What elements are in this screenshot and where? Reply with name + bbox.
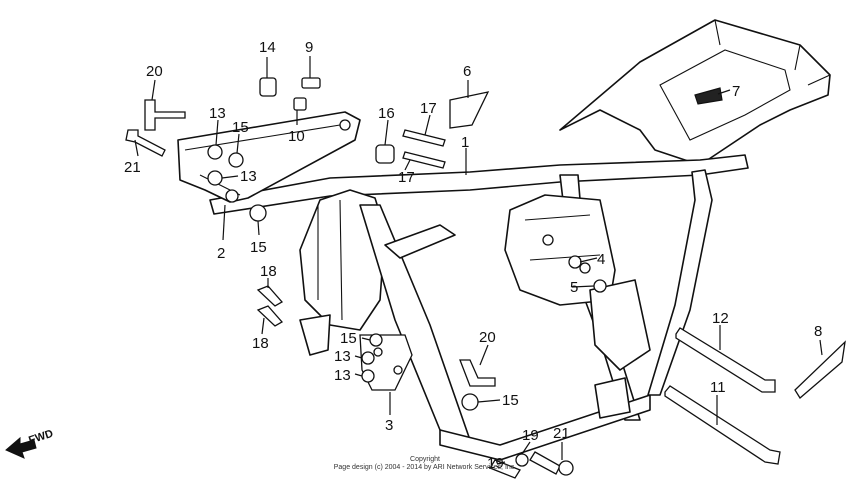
leader-lines <box>134 56 823 465</box>
callout-15a: 15 <box>232 119 249 136</box>
copyright-line-1: Copyright <box>410 456 440 463</box>
callout-19a: 19 <box>522 427 539 444</box>
callout-9: 9 <box>305 39 313 56</box>
nut-19 <box>515 453 529 467</box>
copyright-notice: Copyright Page design (c) 2004 - 2014 by… <box>334 456 517 471</box>
hardware <box>125 77 846 479</box>
bracket-4 <box>568 255 582 269</box>
nut-13-upper <box>207 144 223 160</box>
callout-7: 7 <box>732 83 740 100</box>
callout-2: 2 <box>217 245 225 262</box>
callout-14: 14 <box>259 39 276 56</box>
bracket-5 <box>593 279 607 293</box>
callout-12: 12 <box>712 310 729 327</box>
fwd-label: FWD <box>27 428 55 447</box>
callout-13c: 13 <box>334 348 351 365</box>
long-bolt-11 <box>664 385 781 465</box>
callout-15b: 15 <box>250 239 267 256</box>
bolt-9 <box>301 77 321 89</box>
arrow-left-icon <box>5 436 37 459</box>
copyright-line-2: Page design (c) 2004 - 2014 by ARI Netwo… <box>334 464 517 471</box>
callout-labels: 1 2 3 4 5 6 7 8 9 10 11 12 13 13 13 13 1… <box>124 39 822 472</box>
callout-16: 16 <box>378 105 395 122</box>
bolt-19-bottom <box>489 459 521 479</box>
nut-15-bottom <box>461 393 479 411</box>
bolt-20-lower <box>459 359 496 387</box>
callout-4: 4 <box>597 251 605 268</box>
nut-15-lower-left <box>369 333 383 347</box>
callout-13d: 13 <box>334 367 351 384</box>
bolt-17-lower <box>402 151 446 169</box>
bolt-20-upper <box>144 99 186 131</box>
callout-10: 10 <box>288 128 305 145</box>
bolt-18-upper <box>256 285 284 307</box>
emblem-7 <box>694 87 723 105</box>
callout-18a: 18 <box>260 263 277 280</box>
bushing-16 <box>375 144 395 164</box>
callout-5: 5 <box>570 279 578 296</box>
front-downtube <box>177 111 361 203</box>
callout-20b: 20 <box>479 329 496 346</box>
nut-13-lower <box>207 170 223 186</box>
nut-21-bottom <box>558 460 574 476</box>
bolt-18-lower <box>256 305 284 327</box>
callout-19b: 19 <box>487 455 504 472</box>
callout-21a: 21 <box>124 159 141 176</box>
nut-15-upper <box>228 152 244 168</box>
nut-13-lower-upper <box>361 351 375 365</box>
nut-15-middle <box>249 204 267 222</box>
bushing-14 <box>259 77 277 97</box>
callout-15d: 15 <box>502 392 519 409</box>
callout-18b: 18 <box>252 335 269 352</box>
plate-6 <box>449 91 490 129</box>
nut-13-lower-lower <box>361 369 375 383</box>
callout-17a: 17 <box>420 100 437 117</box>
callout-17b: 17 <box>398 169 415 186</box>
bolt-17-upper <box>402 129 446 147</box>
callout-11: 11 <box>710 379 726 396</box>
nut-10 <box>293 97 307 111</box>
callout-3: 3 <box>385 417 393 434</box>
callout-13b: 13 <box>240 168 257 185</box>
long-bolt-12 <box>675 327 776 393</box>
callout-6: 6 <box>463 63 471 80</box>
main-frame <box>209 19 831 461</box>
bolt-21-bottom <box>529 451 561 475</box>
callout-8: 8 <box>814 323 822 340</box>
callout-21b: 21 <box>553 425 570 442</box>
bolt-21-upper <box>125 129 166 157</box>
callout-20a: 20 <box>146 63 163 80</box>
callout-1: 1 <box>461 134 469 151</box>
callout-15c: 15 <box>340 330 357 347</box>
plate-8 <box>794 340 846 399</box>
fwd-marker: FWD <box>5 428 55 459</box>
callout-13a: 13 <box>209 105 226 122</box>
